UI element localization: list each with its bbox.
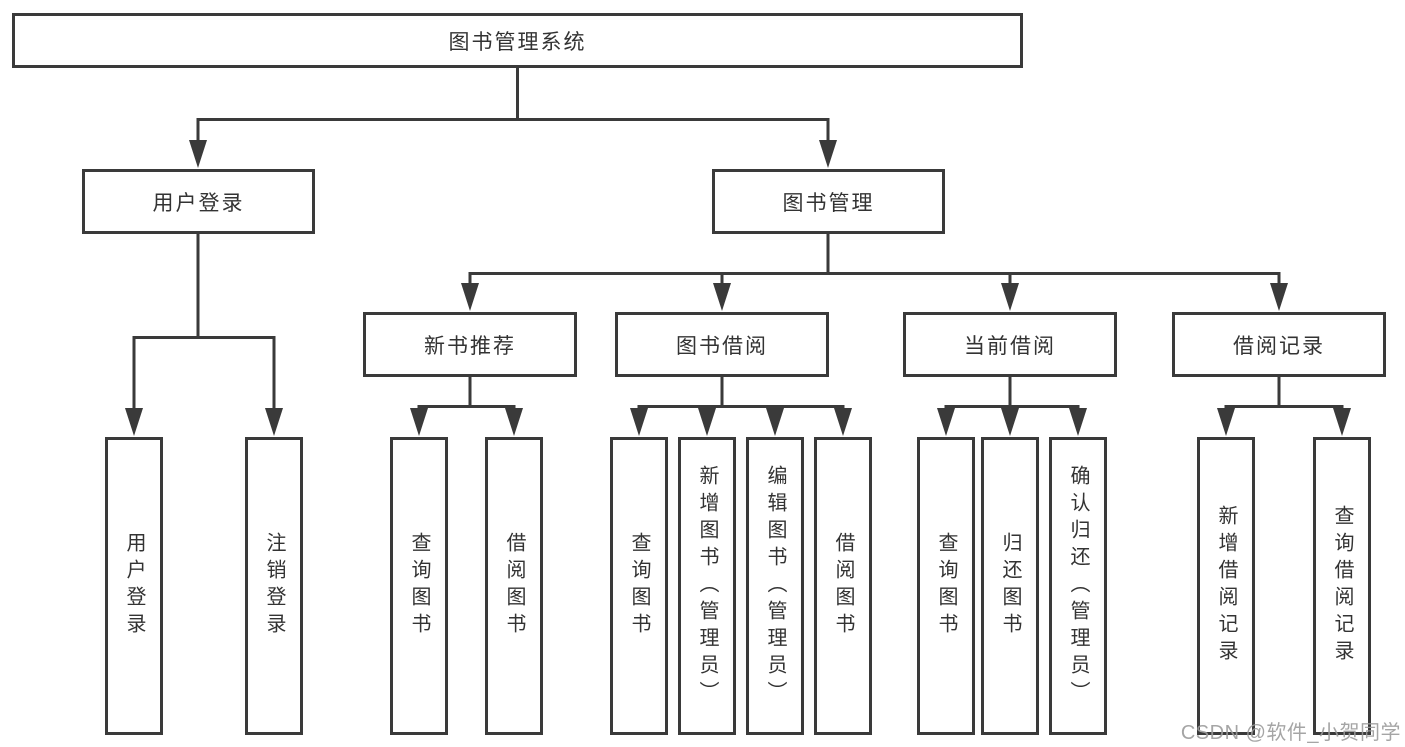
leaf-user-login: 用户登录 — [105, 437, 163, 735]
leaf-query-book-1: 查询图书 — [390, 437, 448, 735]
arrow-down-icon — [1001, 408, 1019, 436]
connector-paths — [132, 68, 1344, 414]
arrow-down-icon — [937, 408, 955, 436]
arrow-down-icon — [698, 408, 716, 436]
node-book-borrowing: 图书借阅 — [615, 312, 829, 377]
arrow-down-icon — [819, 140, 837, 168]
arrow-down-icon — [834, 408, 852, 436]
arrow-down-icon — [766, 408, 784, 436]
leaf-borrow-book-2: 借阅图书 — [814, 437, 872, 735]
leaf-return-book: 归还图书 — [981, 437, 1039, 735]
leaf-query-borrow-record: 查询借阅记录 — [1313, 437, 1371, 735]
arrow-down-icon — [125, 408, 143, 436]
node-book-management: 图书管理 — [712, 169, 945, 234]
leaf-logout: 注销登录 — [245, 437, 303, 735]
leaf-add-book-admin: 新增图书（管理员） — [678, 437, 736, 735]
node-borrowing-records: 借阅记录 — [1172, 312, 1386, 377]
node-root: 图书管理系统 — [12, 13, 1023, 68]
arrow-down-icon — [713, 283, 731, 311]
leaf-confirm-return-admin: 确认归还（管理员） — [1049, 437, 1107, 735]
arrow-down-icon — [461, 283, 479, 311]
leaf-query-book-3: 查询图书 — [917, 437, 975, 735]
arrow-down-icon — [1069, 408, 1087, 436]
arrow-down-icon — [1001, 283, 1019, 311]
leaf-add-borrow-record: 新增借阅记录 — [1197, 437, 1255, 735]
node-user-login: 用户登录 — [82, 169, 315, 234]
arrow-down-icon — [265, 408, 283, 436]
arrowheads — [125, 140, 1351, 436]
node-new-book-recommend: 新书推荐 — [363, 312, 577, 377]
leaf-borrow-book-1: 借阅图书 — [485, 437, 543, 735]
arrow-down-icon — [1333, 408, 1351, 436]
node-current-borrowing: 当前借阅 — [903, 312, 1117, 377]
arrow-down-icon — [630, 408, 648, 436]
csdn-watermark: CSDN @软件_小贺同学 — [1180, 722, 1401, 744]
leaf-edit-book-admin: 编辑图书（管理员） — [746, 437, 804, 735]
arrow-down-icon — [189, 140, 207, 168]
arrow-down-icon — [1270, 283, 1288, 311]
arrow-down-icon — [410, 408, 428, 436]
arrow-down-icon — [505, 408, 523, 436]
leaf-query-book-2: 查询图书 — [610, 437, 668, 735]
arrow-down-icon — [1217, 408, 1235, 436]
